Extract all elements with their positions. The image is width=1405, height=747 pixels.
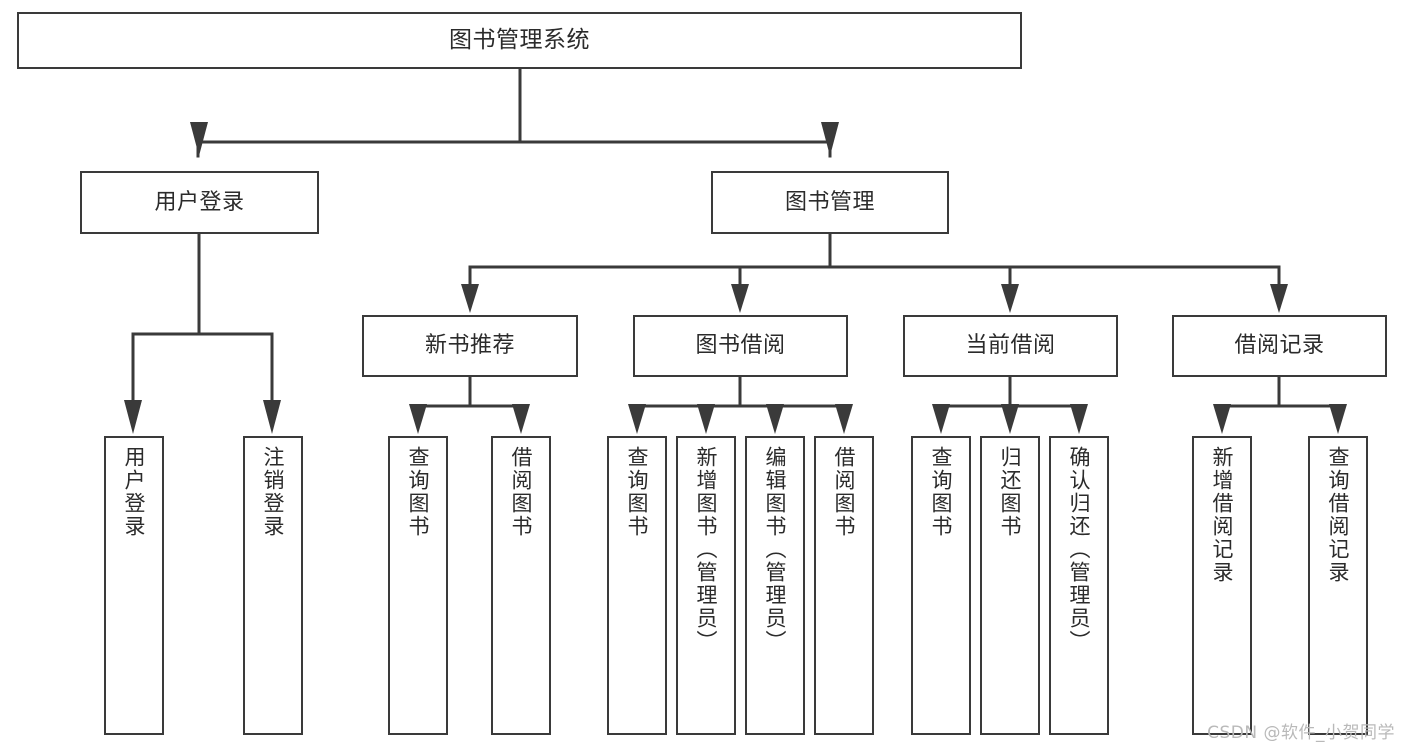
node-label: 借阅记录 (1234, 333, 1325, 359)
node-label: 当前借阅 (965, 333, 1056, 359)
node-label: 查询图书 (625, 446, 650, 538)
node-label: 注销登录 (261, 446, 286, 538)
node-label: 用户登录 (154, 189, 245, 215)
node-label: 查询图书 (929, 446, 954, 538)
csdn-watermark: CSDN @软件_小贺同学 (1207, 723, 1395, 743)
leaf-book-borrow-add-book-admin[interactable]: 新增图书（管理员） (676, 436, 736, 735)
node-label: 图书管理系统 (449, 26, 590, 53)
node-label: 新增借阅记录 (1210, 446, 1235, 584)
node-borrowing-records[interactable]: 借阅记录 (1172, 315, 1387, 377)
leaf-current-borrow-confirm-return-admin[interactable]: 确认归还（管理员） (1049, 436, 1109, 735)
node-label: 用户登录 (122, 446, 147, 538)
leaf-book-borrow-query-book[interactable]: 查询图书 (607, 436, 667, 735)
leaf-records-query-borrow-record[interactable]: 查询借阅记录 (1308, 436, 1368, 735)
node-label: 新书推荐 (424, 333, 515, 359)
leaf-records-add-borrow-record[interactable]: 新增借阅记录 (1192, 436, 1252, 735)
leaf-new-book-borrow-book[interactable]: 借阅图书 (491, 436, 551, 735)
leaf-book-borrow-edit-book-admin[interactable]: 编辑图书（管理员） (745, 436, 805, 735)
leaf-book-borrow-borrow-book[interactable]: 借阅图书 (814, 436, 874, 735)
node-new-book-recommendation[interactable]: 新书推荐 (362, 315, 578, 377)
leaf-new-book-query-book[interactable]: 查询图书 (388, 436, 448, 735)
arrowheads (124, 122, 1347, 434)
node-book-management[interactable]: 图书管理 (711, 171, 949, 234)
node-label: 查询借阅记录 (1326, 446, 1351, 584)
node-label: 借阅图书 (509, 446, 534, 538)
node-label: 新增图书（管理员） (694, 446, 719, 653)
leaf-user-login-login[interactable]: 用户登录 (104, 436, 164, 735)
node-label: 查询图书 (406, 446, 431, 538)
leaf-current-borrow-return-book[interactable]: 归还图书 (980, 436, 1040, 735)
leaf-user-login-logout[interactable]: 注销登录 (243, 436, 303, 735)
node-user-login[interactable]: 用户登录 (80, 171, 319, 234)
node-label: 编辑图书（管理员） (763, 446, 788, 653)
node-current-borrowing[interactable]: 当前借阅 (903, 315, 1118, 377)
node-label: 图书借阅 (695, 333, 786, 359)
node-label: 归还图书 (998, 446, 1023, 538)
node-label: 图书管理 (784, 189, 875, 215)
node-book-borrowing[interactable]: 图书借阅 (633, 315, 848, 377)
node-label: 借阅图书 (832, 446, 857, 538)
leaf-current-borrow-query-book[interactable]: 查询图书 (911, 436, 971, 735)
node-label: 确认归还（管理员） (1067, 446, 1092, 653)
node-root-library-management-system[interactable]: 图书管理系统 (17, 12, 1022, 69)
